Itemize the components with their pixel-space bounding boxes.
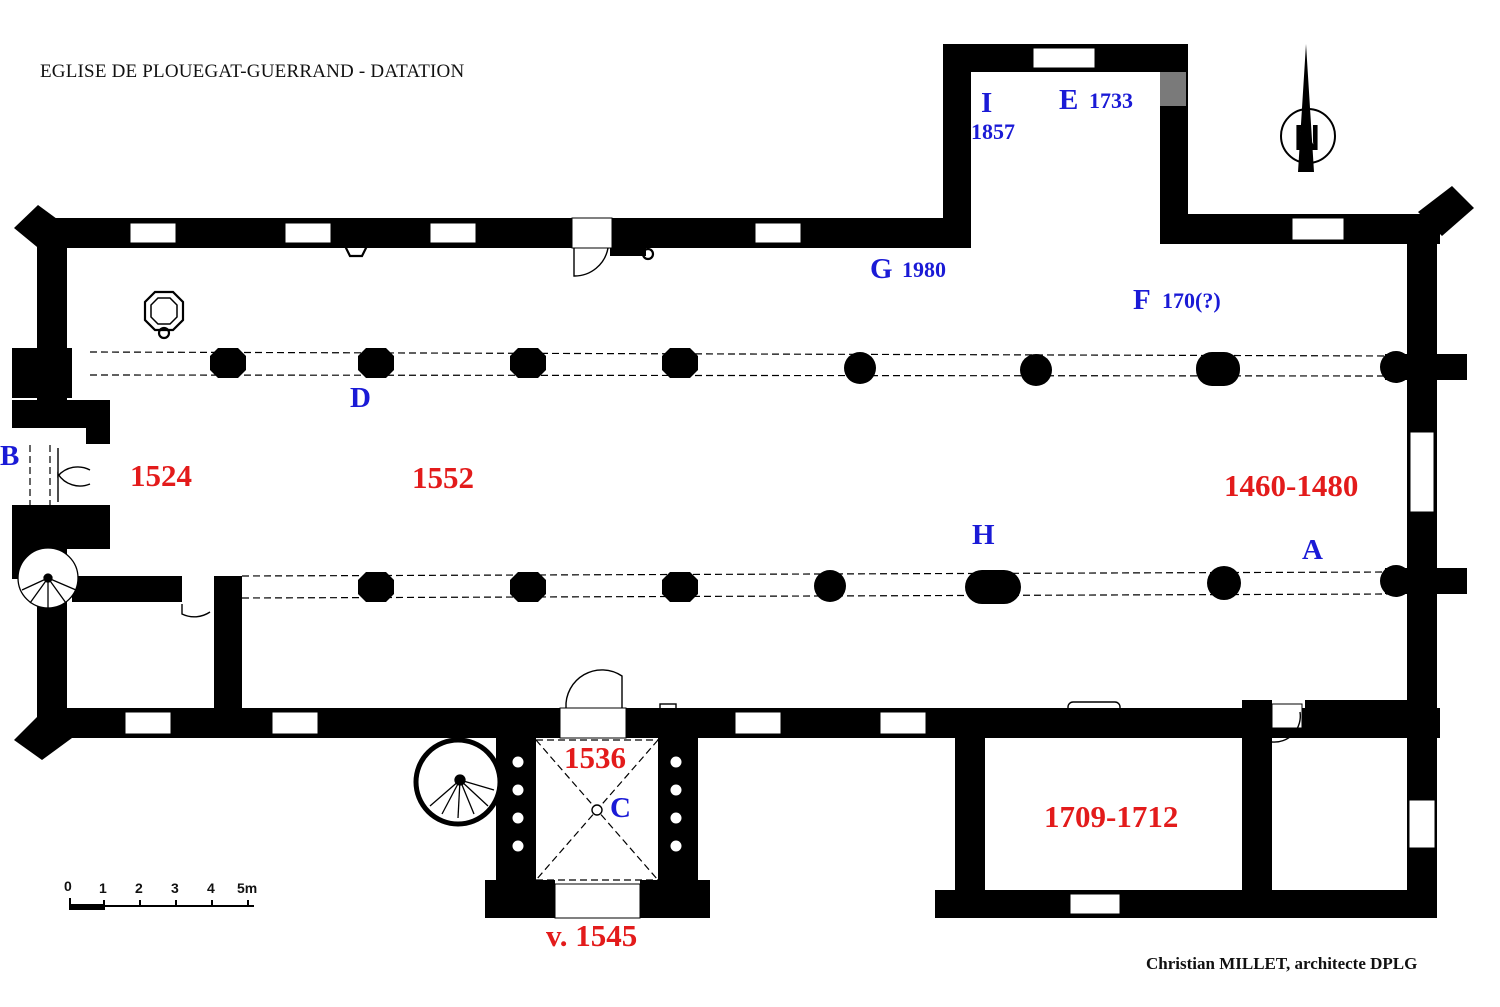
annotation-e: E bbox=[1059, 84, 1079, 116]
scale-tick-4: 4 bbox=[207, 880, 215, 896]
date-label-1524: 1524 bbox=[130, 458, 192, 493]
annotation-f: F bbox=[1133, 284, 1151, 316]
window-s4 bbox=[879, 711, 927, 735]
annotation-h: H bbox=[972, 519, 995, 551]
window-n2 bbox=[284, 222, 332, 244]
north-label: N bbox=[1294, 117, 1320, 158]
north-pilaster bbox=[610, 230, 646, 256]
window-s2 bbox=[271, 711, 319, 735]
sacristy-middle-wall bbox=[1242, 700, 1272, 918]
scale-tick-5m: 5m bbox=[237, 880, 258, 896]
west-buttress-2 bbox=[12, 400, 110, 428]
porch-opening bbox=[559, 707, 627, 739]
pillar-s2 bbox=[510, 572, 546, 602]
window-sacristy bbox=[1069, 893, 1121, 915]
pillar-s4 bbox=[814, 570, 846, 602]
sacristy-door bbox=[1271, 703, 1303, 729]
date-label-1709-1712: 1709-1712 bbox=[1044, 799, 1179, 834]
pillar-s7 bbox=[1380, 565, 1412, 597]
date-label-1460-1480: 1460-1480 bbox=[1224, 468, 1359, 503]
annotation-c: C bbox=[610, 792, 631, 824]
transept-texture bbox=[1160, 72, 1186, 106]
pillar-n8 bbox=[1380, 351, 1412, 383]
sacristy-door-swing bbox=[1271, 711, 1302, 743]
window-sacristy-east bbox=[1408, 799, 1436, 849]
annotation-e-date: 1733 bbox=[1089, 88, 1133, 113]
porch-door-swing bbox=[565, 669, 623, 709]
window-transept bbox=[1032, 47, 1096, 69]
annotation-f-date: 170(?) bbox=[1162, 288, 1221, 313]
pillar-n1 bbox=[210, 348, 246, 378]
date-label-1536: 1536 bbox=[564, 740, 626, 775]
pillar-n4 bbox=[662, 348, 698, 378]
scale-tick-1: 1 bbox=[99, 880, 107, 896]
north-door-gap bbox=[571, 217, 613, 249]
date-label-1545: v. 1545 bbox=[546, 918, 638, 953]
architect-credit: Christian MILLET, architecte DPLG bbox=[1146, 954, 1418, 973]
porch-south-opening bbox=[554, 883, 641, 919]
window-east bbox=[1409, 431, 1435, 513]
west-buttress-1 bbox=[12, 348, 72, 398]
porch-se-pier bbox=[640, 880, 710, 918]
baptismal-font bbox=[143, 290, 185, 332]
scale-bar bbox=[69, 898, 254, 910]
west-stair-wall bbox=[72, 576, 182, 602]
west-door-swing-1 bbox=[57, 448, 91, 478]
pillar-n6 bbox=[1020, 354, 1052, 386]
west-door-swing-2 bbox=[57, 471, 91, 502]
pillar-s1 bbox=[358, 572, 394, 602]
sw-room-east-wall bbox=[214, 576, 242, 736]
annotation-g: G bbox=[870, 253, 893, 285]
west-inner-block bbox=[86, 428, 110, 444]
sacristy-west-wall bbox=[955, 708, 985, 918]
pillar-n7 bbox=[1196, 352, 1240, 386]
sw-room-door bbox=[181, 604, 211, 618]
pillar-n3 bbox=[510, 348, 546, 378]
scale-tick-3: 3 bbox=[171, 880, 179, 896]
north-wall-west bbox=[40, 218, 970, 248]
porch-sw-pier bbox=[485, 880, 555, 918]
stoup-north bbox=[344, 240, 368, 258]
window-n3 bbox=[429, 222, 477, 244]
date-label-1552: 1552 bbox=[412, 460, 474, 495]
pillar-s5 bbox=[965, 570, 1021, 604]
annotation-i-date: 1857 bbox=[971, 119, 1015, 144]
annotation-g-date: 1980 bbox=[902, 257, 946, 282]
window-n1 bbox=[129, 222, 177, 244]
window-s3 bbox=[734, 711, 782, 735]
window-n4 bbox=[754, 222, 802, 244]
nw-buttress bbox=[14, 205, 72, 256]
window-s1 bbox=[124, 711, 172, 735]
annotation-d: D bbox=[350, 382, 371, 414]
pillar-n2 bbox=[358, 348, 394, 378]
north-arrow-icon: N bbox=[1280, 44, 1336, 172]
annotation-a: A bbox=[1302, 534, 1323, 566]
scale-tick-2: 2 bbox=[135, 880, 143, 896]
annotation-i: I bbox=[981, 87, 993, 119]
plan-title: EGLISE DE PLOUEGAT-GUERRAND - DATATION bbox=[40, 61, 465, 82]
pillar-s3 bbox=[662, 572, 698, 602]
scale-tick-0: 0 bbox=[64, 878, 72, 894]
sacristy-south-wall bbox=[935, 890, 1437, 918]
sacristy-ne-block bbox=[1305, 700, 1407, 726]
ne-buttress bbox=[1418, 186, 1474, 236]
west-buttress-3 bbox=[12, 505, 110, 549]
pillar-s6 bbox=[1207, 566, 1241, 600]
transept-west-wall bbox=[943, 44, 971, 248]
sw-buttress bbox=[14, 714, 72, 760]
window-ne bbox=[1291, 217, 1345, 241]
north-door-swing bbox=[573, 247, 609, 277]
annotation-b: B bbox=[0, 440, 20, 472]
pillar-n5 bbox=[844, 352, 876, 384]
